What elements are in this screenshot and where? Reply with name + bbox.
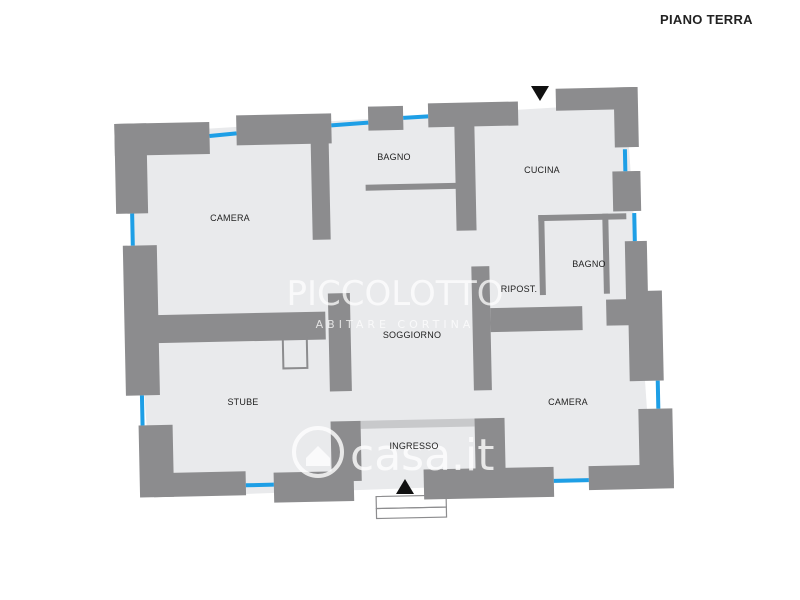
- portal-logo-icon: [292, 426, 344, 478]
- room-label-bagno-east: BAGNO: [572, 259, 606, 269]
- entrance-top-arrow: [531, 86, 549, 101]
- room-label-bagno-top: BAGNO: [377, 152, 411, 162]
- floor-title: PIANO TERRA: [660, 12, 753, 27]
- room-label-camera-se: CAMERA: [548, 397, 588, 407]
- room-label-cucina: CUCINA: [524, 165, 560, 175]
- windows: [130, 114, 661, 488]
- floor-area: [124, 103, 652, 498]
- room-label-camera-nw: CAMERA: [210, 213, 250, 223]
- room-label-soggiorno: SOGGIORNO: [383, 330, 441, 340]
- room-label-ingresso: INGRESSO: [389, 441, 438, 451]
- agency-watermark: PICCOLOTTO: [287, 274, 504, 314]
- room-label-ripostiglio: RIPOST.: [501, 284, 537, 294]
- outer-walls: [114, 86, 675, 503]
- agency-tagline-watermark: ABITARE CORTINA: [316, 318, 475, 331]
- portal-watermark: casa.it: [350, 430, 495, 481]
- entrance-steps: [375, 494, 448, 520]
- entrance-bottom-arrow: [396, 479, 414, 494]
- room-label-stube: STUBE: [227, 397, 258, 407]
